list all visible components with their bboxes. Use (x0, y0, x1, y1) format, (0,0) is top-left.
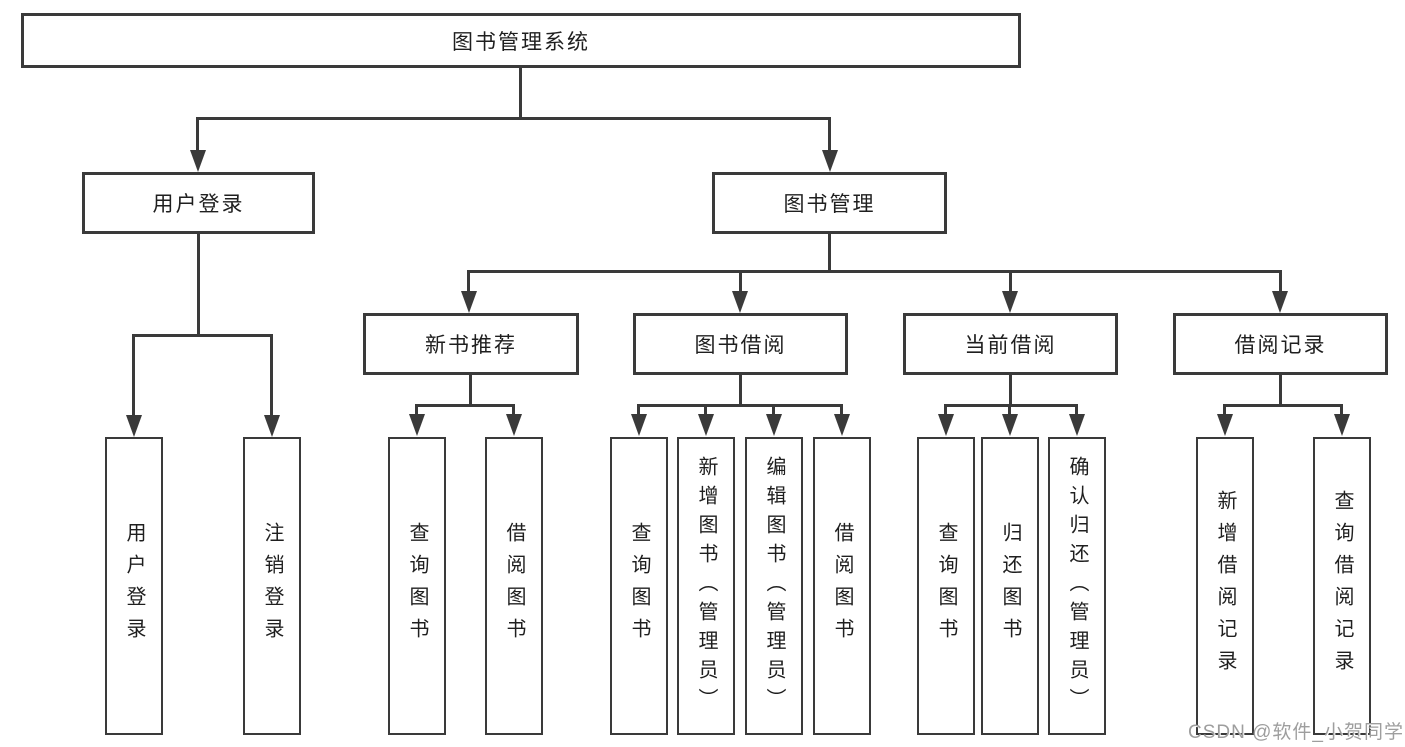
connector-borrowing-stem-4 (840, 406, 843, 415)
node-book-management-branch-label: 图书管理 (783, 193, 876, 216)
node-current-borrowing: 当前借阅 (903, 313, 1118, 375)
node-book-management-branch: 图书管理 (712, 172, 947, 234)
connector-root-stem-right (828, 119, 831, 152)
node-new-book-recommend: 新书推荐 (363, 313, 579, 375)
arrow-down-icon (506, 414, 522, 436)
connector-userlogin-stem-1 (132, 336, 135, 415)
leaf-return-books: 归还图书 (981, 437, 1039, 735)
connector-recommend-stem-2 (512, 406, 515, 415)
node-book-borrowing-label: 图书借阅 (694, 334, 787, 357)
connector-recommend-stem-1 (415, 406, 418, 415)
arrow-down-icon (1002, 414, 1018, 436)
leaf-borrow-books-recommend: 借阅图书 (485, 437, 543, 735)
connector-userlogin-stem-2 (270, 336, 273, 415)
connector-root-vline (519, 68, 522, 119)
connector-current-stem-2 (1008, 406, 1011, 415)
connector-bookmgmt-stem-3 (1009, 272, 1012, 292)
node-root: 图书管理系统 (21, 13, 1021, 68)
connector-root-hbar (196, 117, 831, 120)
leaf-add-books-admin: 新增图书（管理员） (677, 437, 735, 735)
node-user-login-branch: 用户登录 (82, 172, 315, 234)
node-book-borrowing: 图书借阅 (633, 313, 848, 375)
connector-records-stem-1 (1223, 406, 1226, 415)
connector-recommend-hbar (415, 404, 515, 407)
arrow-down-icon (190, 150, 206, 172)
arrow-down-icon (698, 414, 714, 436)
connector-recommend-vline (469, 374, 472, 406)
connector-records-stem-2 (1340, 406, 1343, 415)
connector-root-stem-left (196, 119, 199, 152)
leaf-query-books-borrowing-label: 查询图书 (628, 522, 650, 650)
leaf-logout: 注销登录 (243, 437, 301, 735)
leaf-add-borrow-record: 新增借阅记录 (1196, 437, 1254, 735)
arrow-down-icon (834, 414, 850, 436)
leaf-confirm-return-admin: 确认归还（管理员） (1048, 437, 1106, 735)
leaf-user-login: 用户登录 (105, 437, 163, 735)
leaf-query-books-recommend: 查询图书 (388, 437, 446, 735)
leaf-edit-books-admin: 编辑图书（管理员） (745, 437, 803, 735)
connector-records-hbar (1223, 404, 1343, 407)
leaf-borrow-books: 借阅图书 (813, 437, 871, 735)
leaf-return-books-label: 归还图书 (999, 522, 1021, 650)
node-user-login-branch-label: 用户登录 (152, 193, 245, 216)
connector-userlogin-hbar (132, 334, 273, 337)
connector-borrowing-vline (739, 374, 742, 406)
arrow-down-icon (1002, 291, 1018, 313)
leaf-confirm-return-admin-label: 确认归还（管理员） (1066, 455, 1088, 717)
connector-bookmgmt-hbar (467, 270, 1282, 273)
leaf-edit-books-admin-label: 编辑图书（管理员） (763, 455, 785, 717)
leaf-add-borrow-record-label: 新增借阅记录 (1214, 490, 1236, 682)
connector-bookmgmt-vline (828, 233, 831, 272)
connector-bookmgmt-stem-1 (467, 272, 470, 292)
leaf-add-books-admin-label: 新增图书（管理员） (695, 455, 717, 717)
connector-bookmgmt-stem-2 (739, 272, 742, 292)
arrow-down-icon (1217, 414, 1233, 436)
connector-borrowing-hbar (637, 404, 843, 407)
leaf-user-login-label: 用户登录 (123, 522, 145, 650)
leaf-query-books-recommend-label: 查询图书 (406, 522, 428, 650)
leaf-query-borrow-record-label: 查询借阅记录 (1331, 490, 1353, 682)
arrow-down-icon (1272, 291, 1288, 313)
connector-current-stem-1 (944, 406, 947, 415)
arrow-down-icon (264, 415, 280, 437)
arrow-down-icon (1069, 414, 1085, 436)
connector-borrowing-stem-2 (704, 406, 707, 415)
leaf-query-borrow-record: 查询借阅记录 (1313, 437, 1371, 735)
arrow-down-icon (126, 415, 142, 437)
connector-borrowing-stem-3 (772, 406, 775, 415)
arrow-down-icon (938, 414, 954, 436)
arrow-down-icon (409, 414, 425, 436)
arrow-down-icon (822, 150, 838, 172)
node-new-book-recommend-label: 新书推荐 (425, 334, 517, 357)
arrow-down-icon (1334, 414, 1350, 436)
leaf-logout-label: 注销登录 (261, 522, 283, 650)
node-borrowing-records-label: 借阅记录 (1234, 334, 1327, 357)
arrow-down-icon (766, 414, 782, 436)
connector-records-vline (1279, 374, 1282, 406)
arrow-down-icon (732, 291, 748, 313)
csdn-watermark: CSDN @软件_小贺同学 (1188, 722, 1404, 743)
leaf-query-books-current: 查询图书 (917, 437, 975, 735)
node-borrowing-records: 借阅记录 (1173, 313, 1388, 375)
connector-current-hbar (944, 404, 1078, 407)
leaf-query-books-current-label: 查询图书 (935, 522, 957, 650)
connector-bookmgmt-stem-4 (1279, 272, 1282, 292)
arrow-down-icon (631, 414, 647, 436)
leaf-borrow-books-recommend-label: 借阅图书 (503, 522, 525, 650)
node-root-label: 图书管理系统 (452, 30, 590, 54)
connector-userlogin-vline (197, 233, 200, 336)
connector-current-vline (1009, 374, 1012, 406)
connector-current-stem-3 (1075, 406, 1078, 415)
node-current-borrowing-label: 当前借阅 (964, 334, 1057, 357)
leaf-query-books-borrowing: 查询图书 (610, 437, 668, 735)
connector-borrowing-stem-1 (637, 406, 640, 415)
leaf-borrow-books-label: 借阅图书 (831, 522, 853, 650)
arrow-down-icon (461, 291, 477, 313)
